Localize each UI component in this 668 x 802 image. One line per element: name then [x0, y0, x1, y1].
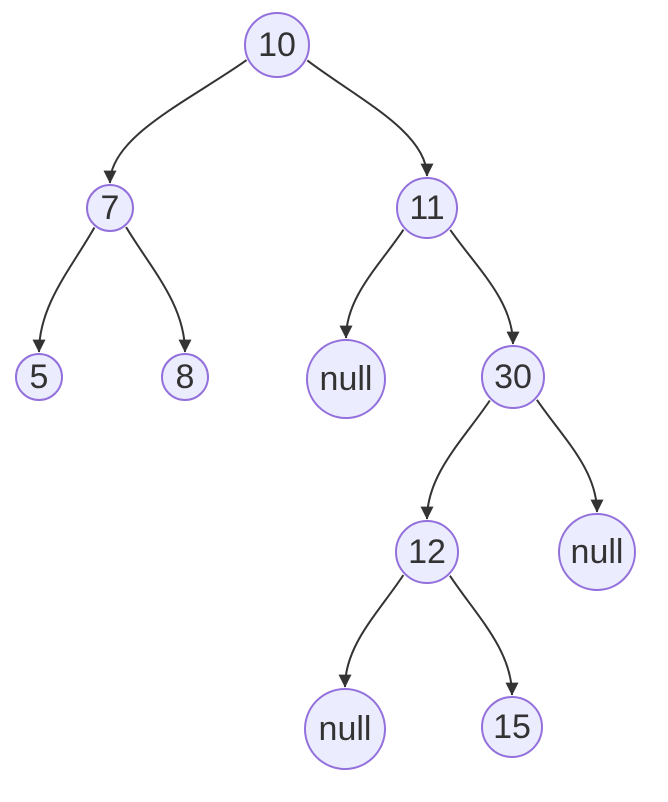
tree-node-null-1: null: [306, 339, 386, 419]
tree-node-5: 5: [15, 353, 63, 401]
tree-node-label: 12: [408, 533, 446, 571]
tree-node-11: 11: [396, 177, 458, 239]
tree-node-15: 15: [481, 696, 543, 758]
tree-node-label: 11: [409, 189, 445, 227]
tree-node-8: 8: [161, 353, 209, 401]
tree-node-30: 30: [481, 345, 545, 409]
tree-node-label: 10: [258, 26, 296, 64]
tree-node-label: 7: [100, 189, 120, 227]
tree-node-label: null: [570, 533, 624, 571]
tree-node-null-3: null: [304, 688, 386, 770]
tree-node-null-2: null: [558, 513, 636, 591]
tree-node-label: 5: [29, 358, 49, 396]
tree-node-10: 10: [244, 12, 310, 78]
tree-node-label: 30: [494, 358, 532, 396]
tree-node-label: 15: [493, 708, 531, 746]
tree-node-7: 7: [86, 184, 134, 232]
tree-node-label: null: [319, 360, 373, 398]
tree-node-label: 8: [175, 358, 195, 396]
tree-node-12: 12: [395, 520, 459, 584]
tree-node-label: null: [318, 710, 372, 748]
